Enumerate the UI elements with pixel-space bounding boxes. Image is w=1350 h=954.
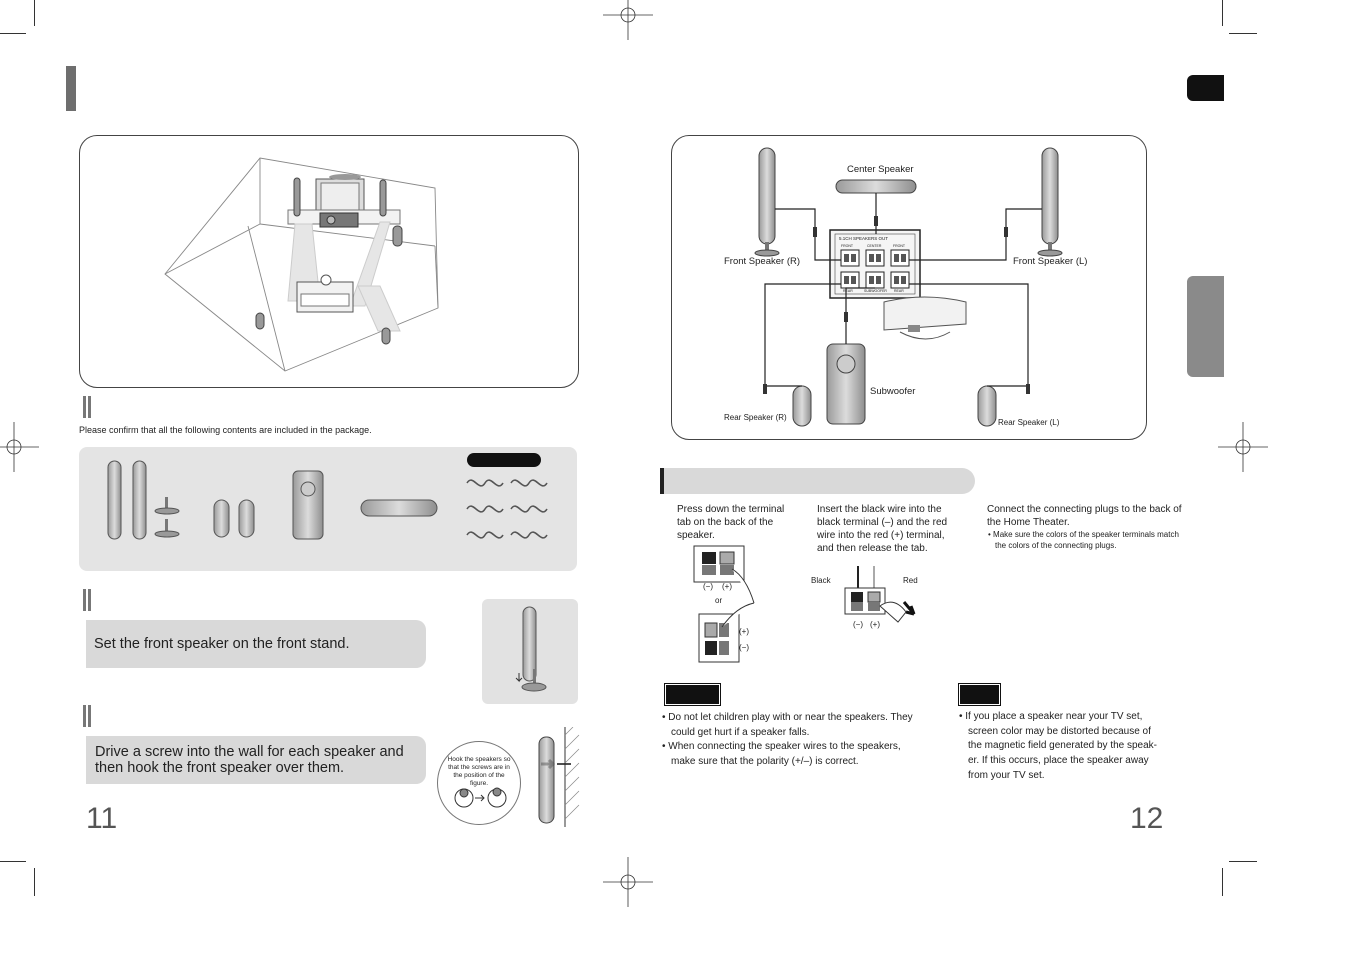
title-bar xyxy=(66,66,76,111)
caution-bullets: • Do not let children play with or near … xyxy=(662,711,922,770)
note-bullets: • If you place a speaker near your TV se… xyxy=(959,710,1159,784)
section-tab xyxy=(1187,276,1224,377)
step-1-minus-alt: (−) xyxy=(739,643,749,652)
package-contents-illustration xyxy=(107,460,548,540)
step-2-text: Insert the black wire into the black ter… xyxy=(817,504,948,554)
crop-mark xyxy=(1229,861,1257,862)
label-center: Center Speaker xyxy=(847,164,914,175)
registration-mark xyxy=(1218,422,1268,472)
room-illustration xyxy=(164,157,439,372)
registration-mark xyxy=(0,422,39,472)
crop-mark xyxy=(1222,868,1223,896)
hook-caption: Hook the speakers so that the screws are… xyxy=(447,756,511,787)
crop-mark xyxy=(1222,0,1223,26)
section-marker xyxy=(83,705,91,727)
registration-mark xyxy=(603,857,653,907)
stand-illustration xyxy=(482,599,578,704)
section-marker xyxy=(83,589,91,611)
label-black-wire: Black xyxy=(811,576,831,585)
room-placement-illustration xyxy=(79,135,579,388)
panel-label-subwoofer: SUBWOOFER xyxy=(864,289,887,293)
wall-mount-illustration xyxy=(538,727,580,827)
label-front-l: Front Speaker (L) xyxy=(1013,256,1088,267)
wiring-diagram xyxy=(754,147,1063,427)
connection-diagram: Center Speaker Front Speaker (R) Front S… xyxy=(671,135,1147,440)
label-subwoofer: Subwoofer xyxy=(870,386,916,397)
panel-title: 5.1CH SPEAKERS OUT xyxy=(839,236,889,241)
confirm-text: Please confirm that all the following co… xyxy=(79,425,372,435)
note-item: • If you place a speaker near your TV se… xyxy=(959,711,1158,781)
label-rear-l: Rear Speaker (L) xyxy=(998,418,1060,427)
label-rear-r: Rear Speaker (R) xyxy=(724,413,787,422)
step-2-illustration xyxy=(844,566,916,623)
caution-label xyxy=(664,683,721,706)
step-1-text: Press down the terminal tab on the back … xyxy=(677,504,785,541)
wall-instruction-box: Drive a screw into the wall for each spe… xyxy=(86,736,426,784)
step-1-illustration xyxy=(693,545,755,663)
panel-label-rear: REAR xyxy=(894,289,904,293)
step-2-plus: (+) xyxy=(870,620,880,629)
crop-mark xyxy=(1229,33,1257,34)
package-contents-panel xyxy=(79,447,577,571)
page-number-left: 11 xyxy=(86,802,118,835)
step-1-or: or xyxy=(715,596,723,605)
caution-item: • When connecting the speaker wires to t… xyxy=(662,741,901,768)
stand-instruction-box: Set the front speaker on the front stand… xyxy=(86,620,426,668)
step-1-plus-alt: (+) xyxy=(739,627,749,636)
crop-mark xyxy=(34,0,35,26)
chapter-tab xyxy=(1187,75,1224,101)
note-label xyxy=(958,683,1001,706)
step-2-minus: (−) xyxy=(853,620,863,629)
label-red-wire: Red xyxy=(903,576,918,585)
section-heading-bar xyxy=(660,468,975,494)
label-front-r: Front Speaker (R) xyxy=(724,256,801,267)
step-3-text: Connect the connecting plugs to the back… xyxy=(987,504,1182,528)
stand-instruction: Set the front speaker on the front stand… xyxy=(94,636,350,652)
wall-instruction: Drive a screw into the wall for each spe… xyxy=(95,744,404,776)
crop-mark xyxy=(0,33,26,34)
caution-item: • Do not let children play with or near … xyxy=(662,712,913,738)
step-3-note: • Make sure the colors of the speaker te… xyxy=(988,530,1179,550)
contents-label xyxy=(467,453,541,467)
step-1-minus: (−) xyxy=(703,582,713,591)
panel-label-front: FRONT xyxy=(893,244,906,248)
section-marker xyxy=(83,396,91,418)
hook-figure: Hook the speakers so that the screws are… xyxy=(437,741,521,825)
registration-mark xyxy=(603,0,653,40)
crop-mark xyxy=(34,868,35,896)
panel-label-rear: REAR xyxy=(843,289,853,293)
panel-label-front: FRONT xyxy=(841,244,854,248)
crop-mark xyxy=(0,861,26,862)
page-number-right: 12 xyxy=(1130,802,1164,835)
panel-label-center: CENTER xyxy=(867,244,882,248)
step-1-plus: (+) xyxy=(722,582,732,591)
